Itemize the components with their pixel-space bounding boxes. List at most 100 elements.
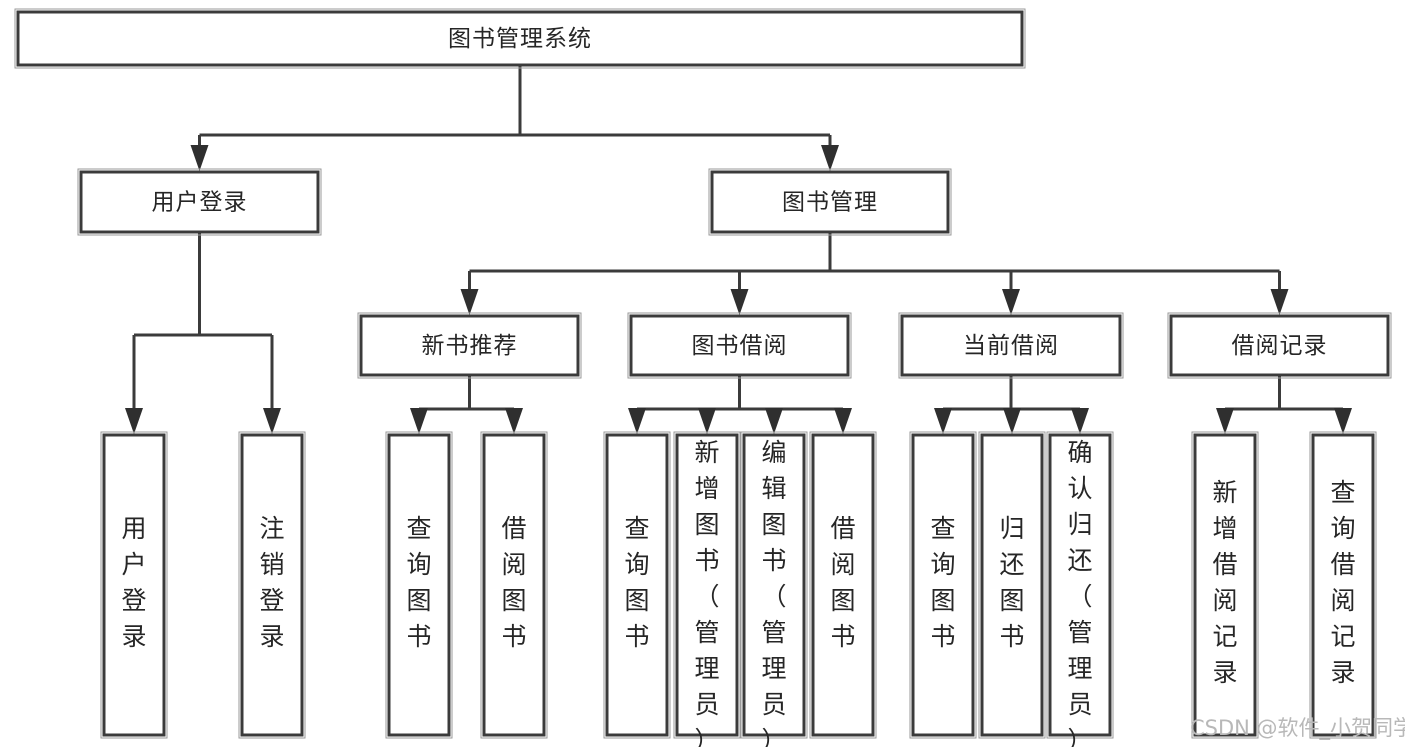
node-box <box>387 433 451 737</box>
arrow-head <box>190 145 209 171</box>
arrow-head <box>1003 408 1021 434</box>
node-leaf-confirm-return[interactable]: 确认归还（管理员） <box>1046 431 1114 747</box>
node-box <box>605 433 669 737</box>
arrow-head <box>934 408 952 434</box>
arrow-head <box>1334 408 1352 434</box>
node-box <box>675 433 739 737</box>
node-label: 新增借阅记录 <box>1212 478 1237 687</box>
arrow-head <box>1270 289 1289 315</box>
node-label: 确认归还（管理员） <box>1067 438 1092 747</box>
node-root-root[interactable]: 图书管理系统 <box>14 8 1026 69</box>
node-label: 借阅图书 <box>501 514 526 651</box>
arrow-head <box>1002 289 1020 315</box>
arrow-head <box>263 408 281 434</box>
node-box <box>629 314 850 377</box>
node-box-shadow <box>627 312 852 379</box>
node-box-shadow <box>1309 431 1377 739</box>
node-box-shadow <box>238 431 306 739</box>
node-layer: 图书管理系统用户登录图书管理新书推荐图书借阅当前借阅借阅记录用户登录注销登录查询… <box>14 8 1392 747</box>
node-box-shadow <box>1046 431 1114 739</box>
node-label: 查询图书 <box>930 514 955 651</box>
node-box <box>79 170 320 234</box>
node-new-book-recommend[interactable]: 新书推荐 <box>357 312 582 379</box>
node-user-login[interactable]: 用户登录 <box>77 168 322 236</box>
node-box-shadow <box>898 312 1124 379</box>
arrow-head <box>460 289 479 315</box>
node-leaf-query-book-recommend[interactable]: 查询图书 <box>385 431 453 739</box>
node-box <box>1311 433 1375 737</box>
node-current-borrow[interactable]: 当前借阅 <box>898 312 1124 379</box>
arrow-head <box>125 408 143 434</box>
node-label: 编辑图书（管理员） <box>761 438 786 747</box>
node-label: 查询借阅记录 <box>1330 478 1355 687</box>
node-box <box>240 433 304 737</box>
node-label: 注销登录 <box>259 514 284 651</box>
node-box-shadow <box>978 431 1046 739</box>
node-box-shadow <box>480 431 548 739</box>
node-label: 查询图书 <box>624 514 649 651</box>
node-box <box>482 433 546 737</box>
node-leaf-return-book[interactable]: 归还图书 <box>978 431 1046 739</box>
node-box <box>359 314 580 377</box>
node-leaf-query-borrow-record[interactable]: 查询借阅记录 <box>1309 431 1377 739</box>
node-box-shadow <box>1191 431 1259 739</box>
arrow-head <box>1071 408 1089 434</box>
node-box-shadow <box>77 168 322 236</box>
node-box <box>911 433 975 737</box>
node-borrow-record[interactable]: 借阅记录 <box>1167 312 1392 379</box>
node-box-shadow <box>1167 312 1392 379</box>
node-leaf-borrow-book-recommend[interactable]: 借阅图书 <box>480 431 548 739</box>
node-label: 借阅图书 <box>830 514 855 651</box>
watermark-layer: CSDN @软件_小贺同学 <box>1190 716 1405 741</box>
node-leaf-add-book[interactable]: 新增图书（管理员） <box>673 431 741 747</box>
node-box <box>16 10 1024 67</box>
node-box <box>1048 433 1112 737</box>
connector-layer <box>125 65 1352 434</box>
node-box-shadow <box>357 312 582 379</box>
node-label: 图书借阅 <box>692 333 788 359</box>
arrow-head <box>730 289 749 315</box>
node-box-shadow <box>909 431 977 739</box>
node-leaf-user-login[interactable]: 用户登录 <box>100 431 168 739</box>
node-leaf-query-book-borrow[interactable]: 查询图书 <box>603 431 671 739</box>
node-label: 新增图书（管理员） <box>694 438 719 747</box>
node-box <box>742 433 806 737</box>
node-leaf-add-borrow-record[interactable]: 新增借阅记录 <box>1191 431 1259 739</box>
arrow-head <box>410 408 428 434</box>
node-label: 新书推荐 <box>422 333 518 359</box>
csdn-watermark: CSDN @软件_小贺同学 <box>1190 716 1405 741</box>
node-box-shadow <box>708 168 952 236</box>
node-box-shadow <box>100 431 168 739</box>
node-box-shadow <box>385 431 453 739</box>
arrow-head <box>505 408 523 434</box>
node-box-shadow <box>673 431 741 739</box>
node-box-shadow <box>809 431 877 739</box>
node-box <box>1193 433 1257 737</box>
node-box-shadow <box>740 431 808 739</box>
node-leaf-edit-book[interactable]: 编辑图书（管理员） <box>740 431 808 747</box>
node-label: 借阅记录 <box>1232 333 1328 359</box>
node-box-shadow <box>603 431 671 739</box>
node-label: 当前借阅 <box>963 333 1059 359</box>
node-book-borrow[interactable]: 图书借阅 <box>627 312 852 379</box>
arrow-head <box>698 408 716 434</box>
node-label: 查询图书 <box>406 514 431 651</box>
node-leaf-borrow-book[interactable]: 借阅图书 <box>809 431 877 739</box>
node-leaf-query-book-current[interactable]: 查询图书 <box>909 431 977 739</box>
node-box <box>900 314 1122 377</box>
arrow-head <box>765 408 783 434</box>
node-label: 用户登录 <box>152 190 248 216</box>
node-book-management[interactable]: 图书管理 <box>708 168 952 236</box>
node-box <box>811 433 875 737</box>
node-box <box>1169 314 1390 377</box>
node-leaf-user-logout[interactable]: 注销登录 <box>238 431 306 739</box>
arrow-head <box>1216 408 1234 434</box>
arrow-head <box>628 408 646 434</box>
arrow-head <box>834 408 852 434</box>
node-box <box>980 433 1044 737</box>
node-label: 用户登录 <box>121 514 146 651</box>
node-box <box>710 170 950 234</box>
node-label: 归还图书 <box>999 514 1024 651</box>
